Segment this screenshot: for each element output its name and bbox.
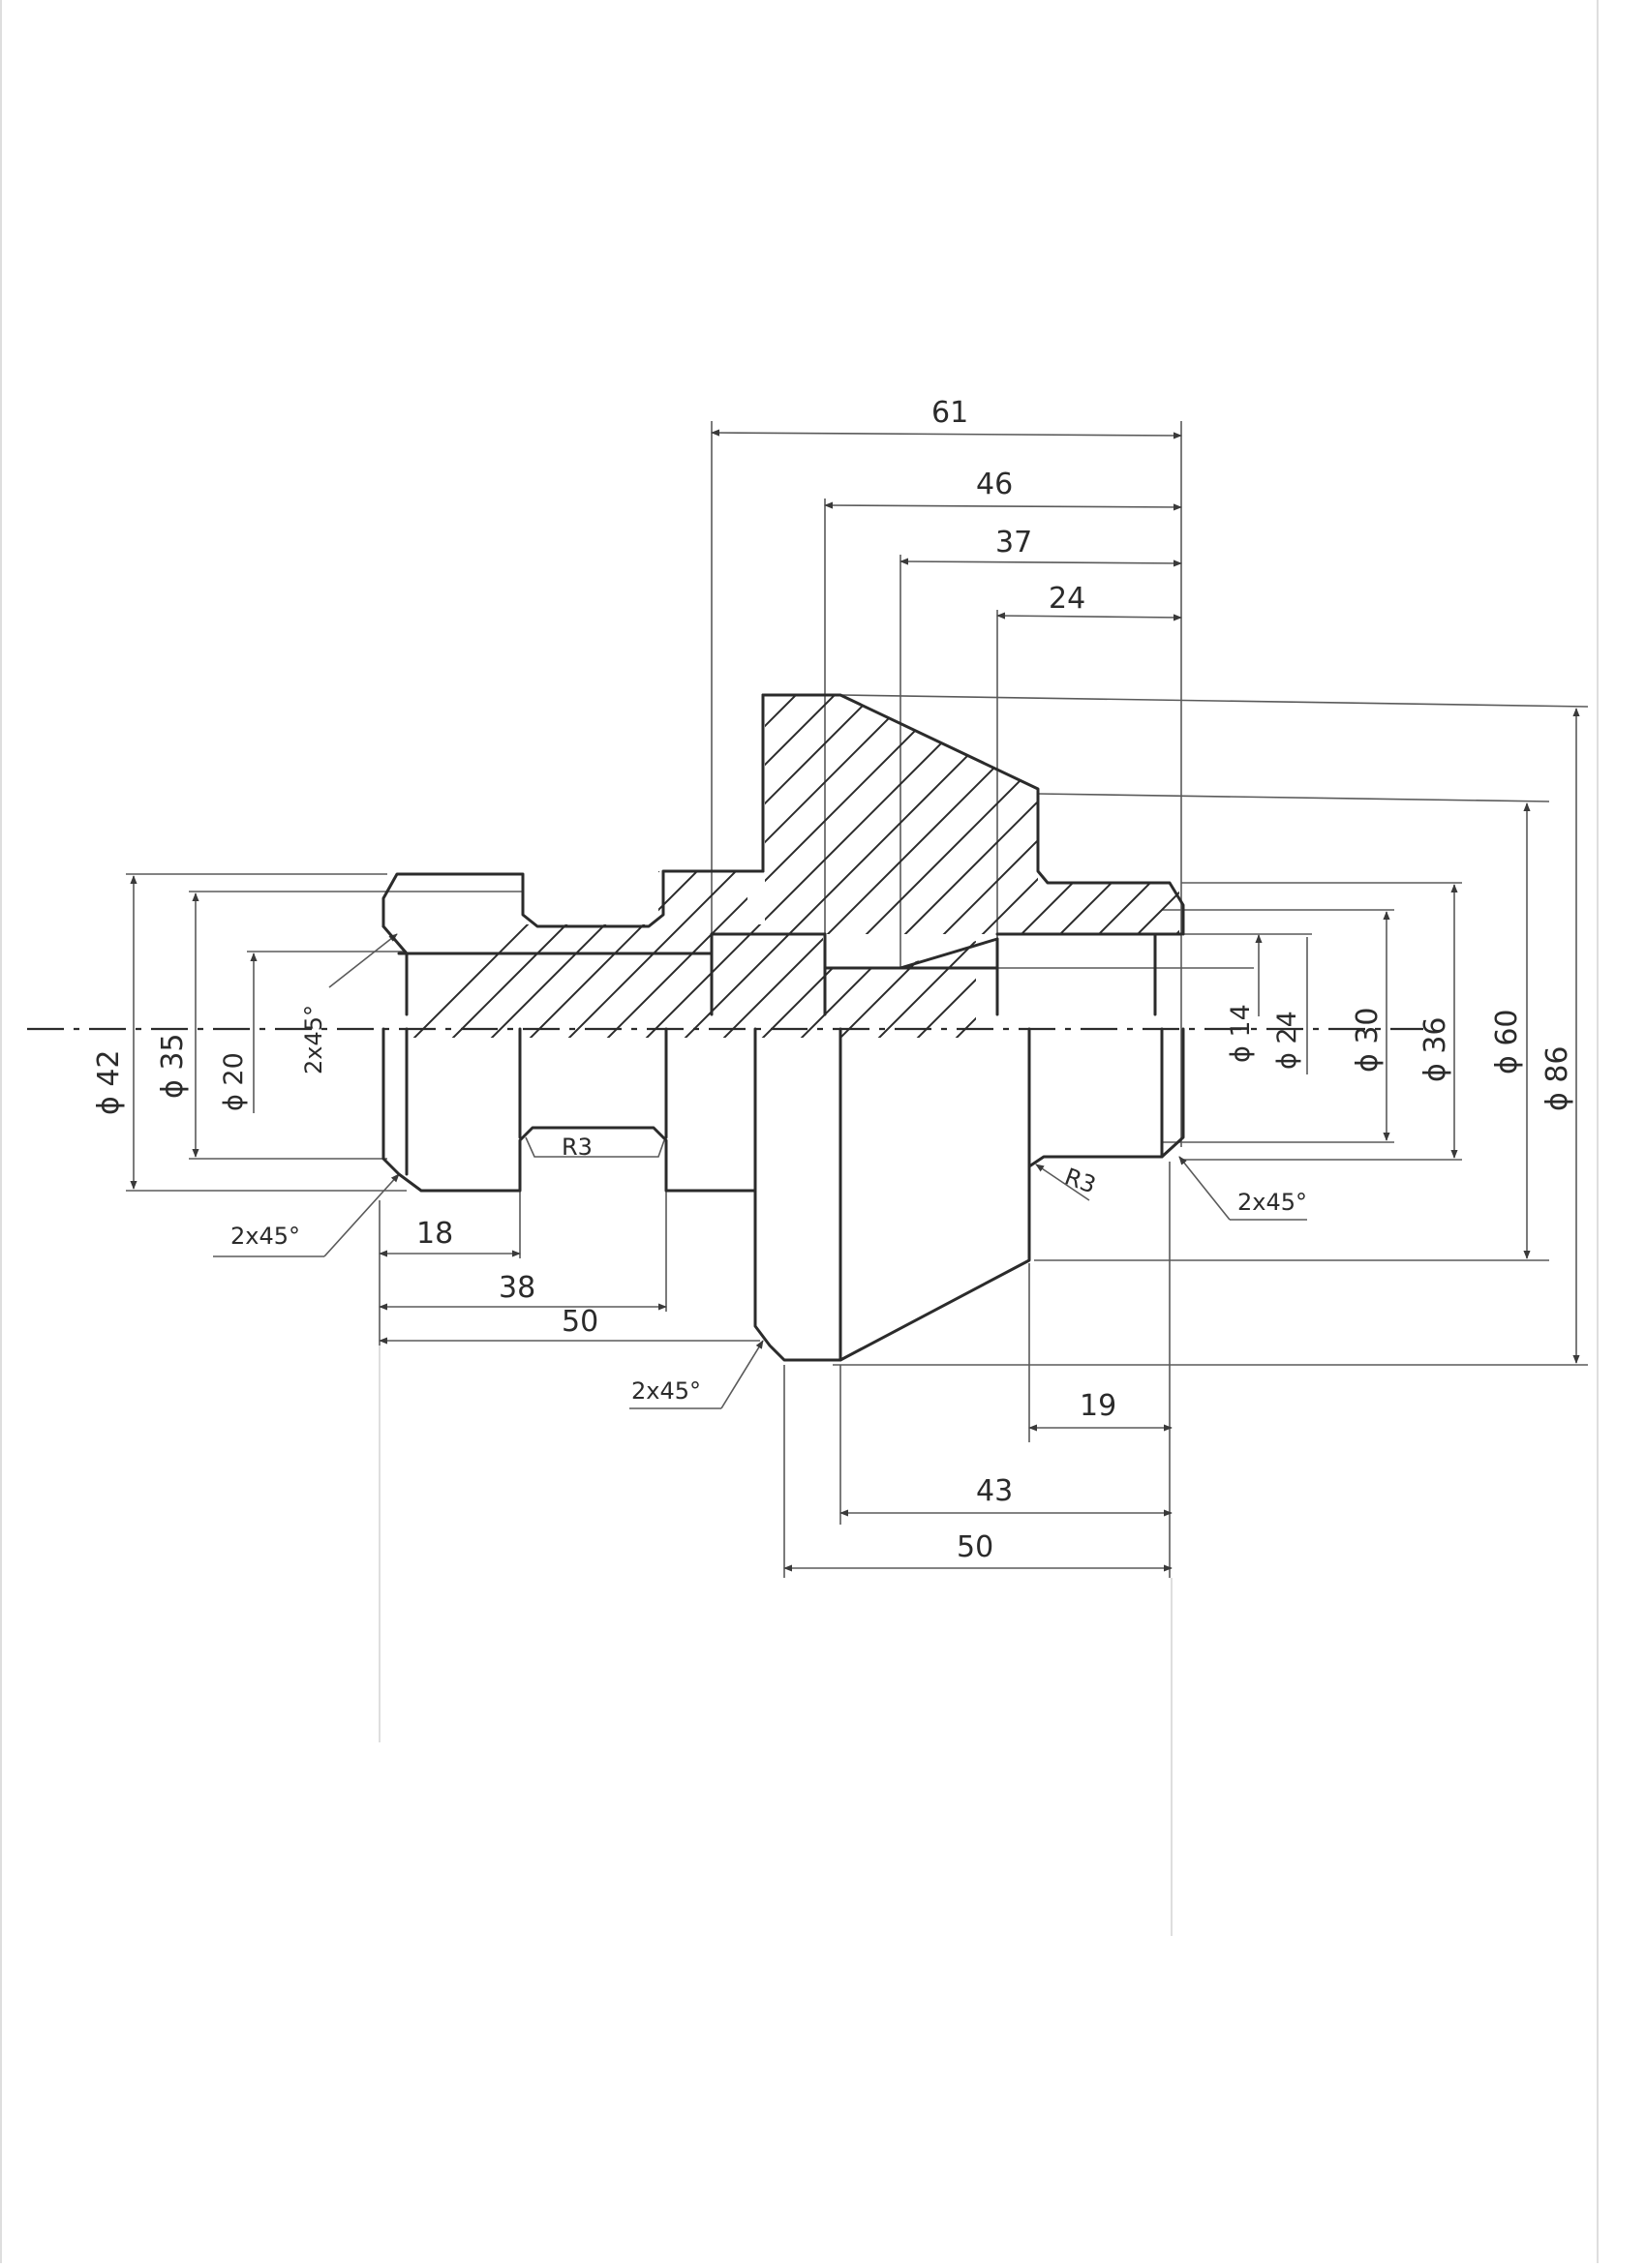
hatch-line: [696, 695, 1179, 1038]
hatch-line: [1394, 581, 1646, 1065]
dim-38: 38: [499, 1271, 535, 1305]
right-radius-label: R3: [1061, 1163, 1100, 1198]
dia-42: ϕ 42: [92, 1050, 126, 1116]
dia-20: ϕ 20: [219, 1052, 249, 1111]
hatch-line: [541, 695, 1027, 1038]
chamfer-inner-label: 2x45°: [300, 1005, 327, 1074]
hatch-line: [619, 695, 1105, 1038]
hatch-line: [1006, 695, 1179, 1038]
hatch-line: [1201, 581, 1646, 1065]
hatch-line: [1588, 581, 1646, 1065]
hatch-line: [1122, 695, 1179, 1038]
dim-50-left: 50: [562, 1305, 598, 1339]
dim-37: 37: [995, 526, 1032, 559]
hatch-line: [1083, 695, 1179, 1038]
hatch-line: [890, 695, 1179, 1038]
hatch-line: [1317, 581, 1646, 1065]
hatch-line: [1356, 581, 1646, 1065]
hatch-line: [503, 695, 989, 1038]
part-outline: [381, 693, 1185, 1362]
bottom-chamfer-label: 2x45°: [631, 1377, 701, 1405]
hatch-line: [929, 695, 1179, 1038]
extension-lines: [126, 421, 1589, 1936]
hatch-line: [851, 695, 1179, 1038]
dim-18: 18: [416, 1217, 453, 1251]
dim-50-right: 50: [957, 1530, 993, 1564]
hatch-line: [1510, 581, 1646, 1065]
dim-24: 24: [1049, 582, 1085, 616]
hatch-line: [1045, 695, 1179, 1038]
hatch-line: [967, 695, 1179, 1038]
dia-14: ϕ 14: [1226, 1004, 1256, 1063]
hatch-line: [1433, 581, 1646, 1065]
hatch-line: [657, 695, 1143, 1038]
hatch-line: [735, 695, 1179, 1038]
hatch-line: [1278, 581, 1646, 1065]
hatch-line: [774, 695, 1179, 1038]
dia-36: ϕ 36: [1418, 1017, 1452, 1083]
dim-46: 46: [976, 468, 1013, 501]
groove-radius-label: R3: [562, 1134, 593, 1161]
dim-19: 19: [1080, 1389, 1116, 1423]
dim-43: 43: [976, 1474, 1013, 1508]
chamfer-outer-label: 2x45°: [230, 1223, 300, 1250]
section-hatching: [387, 581, 1646, 1065]
dimension-lines: [130, 429, 1580, 1572]
dia-35: ϕ 35: [156, 1034, 190, 1100]
hatch-line: [464, 695, 950, 1038]
dia-60: ϕ 60: [1490, 1010, 1524, 1075]
dia-24: ϕ 24: [1272, 1011, 1302, 1070]
hatch-line: [1161, 695, 1179, 1038]
right-chamfer-label: 2x45°: [1237, 1189, 1307, 1216]
hatch-line: [1239, 581, 1646, 1065]
dia-30: ϕ 30: [1351, 1008, 1385, 1074]
hatch-line: [387, 695, 872, 1038]
hatch-line: [425, 695, 911, 1038]
hatch-line: [812, 695, 1179, 1038]
dimension-labels: 61 46 37 24 ϕ 42 ϕ 35 ϕ 20 2x45° 2x45° R…: [92, 396, 1574, 1564]
hatch-line: [1627, 581, 1646, 1065]
hatch-line: [580, 695, 1066, 1038]
dim-61: 61: [931, 396, 968, 430]
hatch-line: [1472, 581, 1646, 1065]
leader-lines: [213, 933, 1307, 1409]
dia-86: ϕ 86: [1540, 1046, 1574, 1112]
